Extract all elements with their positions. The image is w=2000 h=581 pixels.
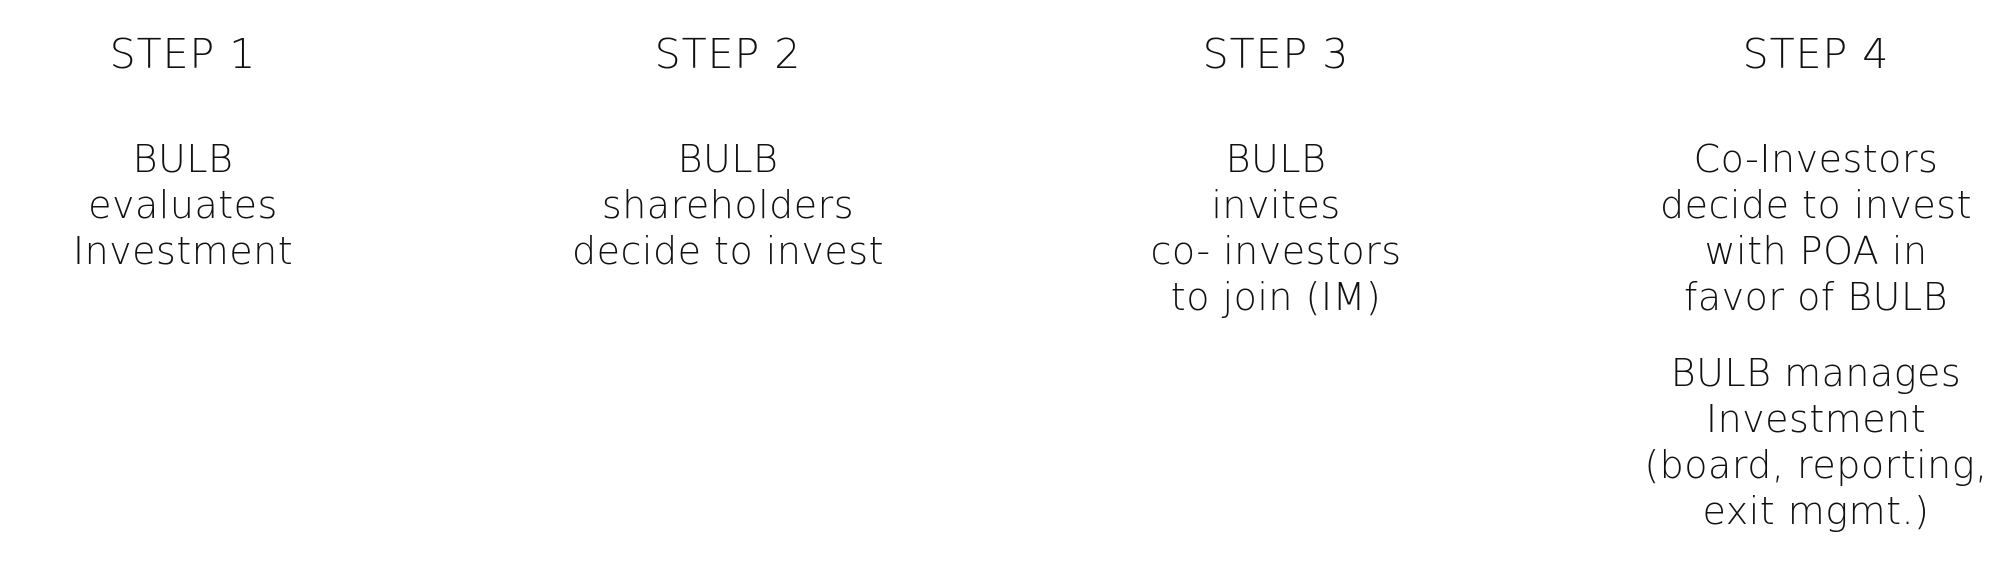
step-4-line: favor of BULB [1683, 275, 1949, 319]
step-4-line: BULB manages [1670, 351, 1962, 395]
step-2-line: decide to invest [572, 229, 884, 273]
step-4-line: exit mgmt.) [1702, 489, 1930, 533]
step-2-title: STEP 2 [654, 30, 802, 78]
step-1-description: BULB evaluates Investment [3, 136, 363, 274]
step-1-line: evaluates [88, 183, 278, 227]
step-3-line: to join (IM) [1170, 275, 1382, 319]
step-4-title: STEP 4 [1742, 30, 1890, 78]
step-2-description: BULB shareholders decide to invest [548, 136, 908, 274]
step-4-line: decide to invest [1660, 183, 1972, 227]
step-1-line: BULB [132, 137, 234, 181]
step-2-line: shareholders [601, 183, 855, 227]
step-3-line: BULB [1225, 137, 1327, 181]
step-4-line: (board, reporting, [1644, 443, 1988, 487]
step-1-title: STEP 1 [109, 30, 257, 78]
step-4-line: Co-Investors [1693, 137, 1939, 181]
step-4-description: Co-Investors decide to invest with POA i… [1636, 136, 1996, 534]
step-1-line: Investment [72, 229, 294, 273]
step-3-line: co- investors [1150, 229, 1402, 273]
step-4-line: Investment [1705, 397, 1927, 441]
paragraph-spacer [1636, 320, 1996, 350]
step-3-title: STEP 3 [1202, 30, 1350, 78]
step-4-line: with POA in [1704, 229, 1928, 273]
step-3-line: invites [1211, 183, 1341, 227]
step-3-description: BULB invites co- investors to join (IM) [1096, 136, 1456, 320]
step-2-line: BULB [677, 137, 779, 181]
